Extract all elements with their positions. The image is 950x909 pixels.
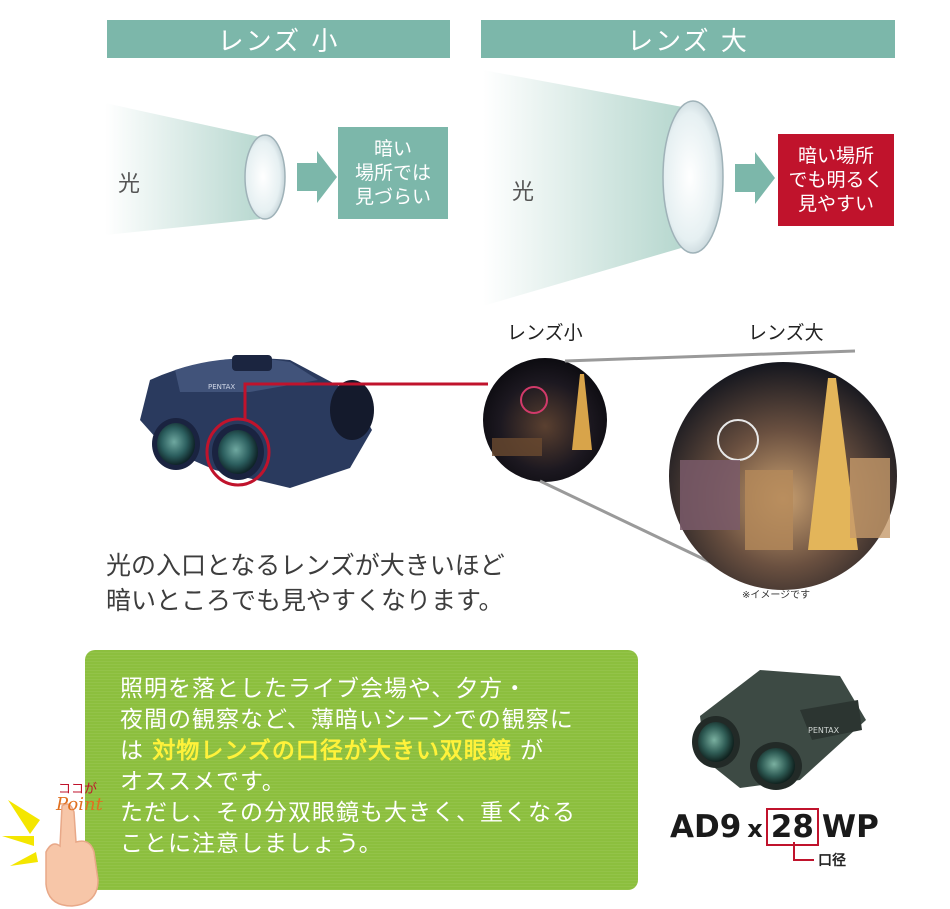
small-lens-result-box: 暗い 場所では 見づらい — [338, 127, 448, 219]
lens-large — [662, 100, 724, 254]
arrow-right-icon — [735, 152, 775, 204]
point-line-2: 夜間の観察など、薄暗いシーンでの観察に — [120, 707, 574, 733]
point-line-4: オススメです。 — [120, 769, 286, 795]
point-box — [85, 650, 638, 890]
point-line-3: は 対物レンズの口径が大きい双眼鏡 が — [120, 738, 545, 764]
image-note: ※イメージです — [742, 590, 811, 601]
compare-label-large: レンズ大 — [748, 322, 824, 344]
point-badge-top: ココが — [58, 782, 98, 797]
light-label-large: 光 — [512, 180, 535, 205]
binocular-brand: PENTAX — [208, 383, 235, 391]
model-aperture: 28 — [765, 808, 819, 846]
highlight-text: 対物レンズの口径が大きい双眼鏡 — [152, 738, 512, 764]
arrow-right-icon — [297, 151, 337, 203]
model-part-1: AD9 — [670, 809, 742, 845]
compare-label-small: レンズ小 — [507, 322, 583, 344]
model-name: AD9 x 28 WP — [670, 808, 879, 846]
ad-binocular-brand: PENTAX — [808, 726, 840, 735]
large-lens-header: レンズ 大 — [481, 20, 895, 58]
pointing-finger-icon — [2, 800, 99, 907]
model-part-3: WP — [821, 809, 879, 845]
point-badge-bottom: Point — [56, 794, 103, 815]
model-part-2: x — [747, 815, 763, 843]
aperture-label: 口径 — [818, 853, 846, 869]
small-lens-header: レンズ 小 — [107, 20, 450, 58]
small-lens-diagram — [105, 103, 337, 235]
point-line-5: ただし、その分双眼鏡も大きく、重くなる — [120, 800, 576, 826]
light-beam — [483, 70, 688, 306]
aperture-pointer-line — [793, 842, 814, 861]
main-explanation: 光の入口となるレンズが大きいほど 暗いところでも見やすくなります。 — [106, 551, 505, 615]
ad-binoculars-image: PENTAX — [692, 670, 866, 790]
compact-binoculars-image: PENTAX — [140, 349, 897, 590]
point-line-1: 照明を落としたライブ会場や、夕方・ — [120, 676, 528, 702]
light-label-small: 光 — [118, 172, 141, 197]
point-box-text: 照明を落としたライブ会場や、夕方・ 夜間の観察など、薄暗いシーンでの観察に は … — [120, 674, 635, 860]
highlight-ring — [205, 417, 271, 487]
large-lens-result-box: 暗い場所 でも明るく 見やすい — [778, 134, 894, 226]
lens-small — [244, 134, 286, 220]
large-lens-diagram — [483, 70, 775, 306]
point-line-6: ことに注意しましょう。 — [120, 831, 383, 857]
light-beam — [105, 103, 260, 235]
